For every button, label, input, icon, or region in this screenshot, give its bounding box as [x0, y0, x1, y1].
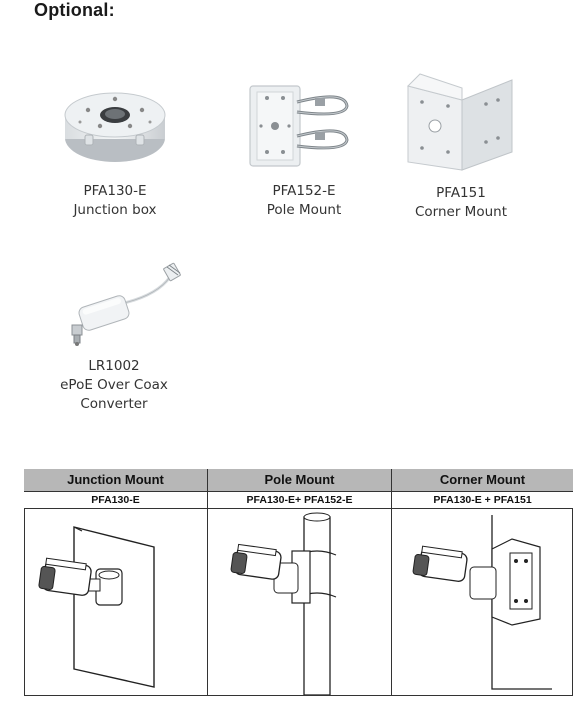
- junction-mount-illustration: [24, 509, 208, 695]
- mount-model-corner: PFA130-E + PFA151: [392, 491, 573, 509]
- corner-mount-icon: [400, 70, 520, 180]
- mount-table: Junction Mount Pole Mount Corner Mount P…: [24, 469, 573, 697]
- mount-header-pole: Pole Mount: [208, 469, 392, 491]
- pole-mount-illustration: [208, 509, 392, 696]
- corner-mount-illustration: [392, 509, 573, 695]
- accessory-description: Corner Mount: [414, 204, 507, 220]
- accessory-caption: LR1002 ePoE Over Coax Converter: [50, 357, 178, 414]
- accessory-caption: PFA152-E Pole Mount: [244, 182, 364, 220]
- mount-model-junction: PFA130-E: [24, 491, 208, 509]
- accessory-model: PFA151: [436, 185, 486, 201]
- accessory-model: LR1002: [88, 358, 140, 374]
- accessory-description: Converter: [80, 396, 148, 412]
- accessory-model: PFA130-E: [83, 183, 147, 199]
- accessory-description: Pole Mount: [266, 202, 342, 218]
- epoe-converter-icon: [62, 255, 197, 350]
- junction-box-icon: [60, 80, 170, 175]
- mount-header-junction: Junction Mount: [24, 469, 208, 491]
- accessory-caption: PFA151 Corner Mount: [400, 184, 522, 222]
- mount-header-corner: Corner Mount: [392, 469, 573, 491]
- accessory-model: PFA152-E: [272, 183, 336, 199]
- accessory-description: ePoE Over Coax: [60, 377, 168, 393]
- accessory-description: Junction box: [73, 202, 157, 218]
- accessory-caption: PFA130-E Junction box: [55, 182, 175, 220]
- mount-model-pole: PFA130-E+ PFA152-E: [208, 491, 392, 509]
- pole-mount-icon: [245, 80, 355, 175]
- section-heading: Optional:: [34, 0, 115, 20]
